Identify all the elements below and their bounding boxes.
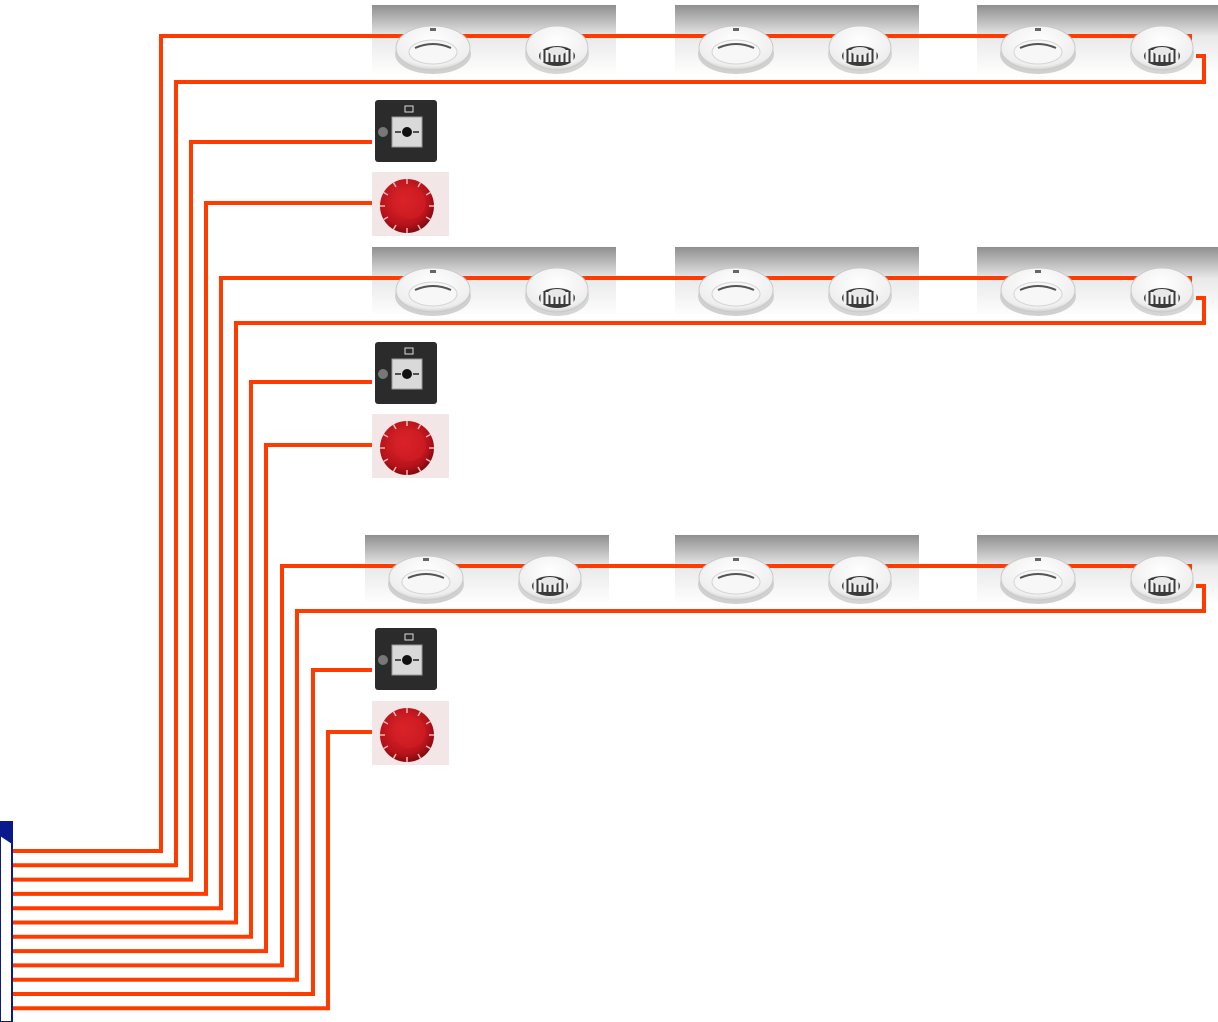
heat-detector-icon: [1130, 267, 1194, 316]
manual-call-point-icon: [375, 100, 437, 162]
wire-loop-2-call-point: [12, 380, 372, 939]
wire-loop-1-out: [12, 34, 1192, 853]
detector-strips: [365, 5, 1218, 605]
smoke-detector-icon: [395, 267, 471, 316]
heat-detector-icon: [828, 25, 892, 74]
wire-loop-3-call-point: [12, 668, 372, 996]
wire-loop-3-sounder: [12, 730, 372, 1011]
devices: [372, 25, 1194, 765]
heat-detector-icon: [518, 555, 582, 604]
heat-detector-icon: [525, 25, 589, 74]
smoke-detector-icon: [698, 267, 774, 316]
wire-loop-1-sounder: [12, 201, 372, 896]
wire-loop-3-out: [12, 564, 1192, 968]
smoke-detector-icon: [698, 555, 774, 604]
heat-detector-icon: [828, 555, 892, 604]
heat-detector-icon: [525, 267, 589, 316]
wiring: [12, 34, 1206, 1011]
wire-loop-3-return: [12, 584, 1206, 982]
wire-loop-1-return: [12, 54, 1206, 868]
heat-detector-icon: [1130, 555, 1194, 604]
smoke-detector-icon: [388, 555, 464, 604]
manual-call-point-icon: [375, 628, 437, 690]
heat-detector-icon: [1130, 25, 1194, 74]
control-panel: [0, 821, 13, 1022]
manual-call-point-icon: [375, 342, 437, 404]
control-panel-icon: [0, 821, 13, 1022]
smoke-detector-icon: [1000, 25, 1076, 74]
wire-loop-1-call-point: [12, 140, 372, 882]
smoke-detector-icon: [1000, 267, 1076, 316]
wire-loop-2-sounder: [12, 443, 372, 954]
sounder-icon: [372, 172, 449, 236]
sounder-icon: [372, 701, 449, 765]
sounder-icon: [372, 414, 449, 478]
smoke-detector-icon: [395, 25, 471, 74]
smoke-detector-icon: [1000, 555, 1076, 604]
heat-detector-icon: [828, 267, 892, 316]
wire-loop-2-return: [12, 296, 1206, 925]
control-panel-top-icon: [0, 822, 12, 844]
smoke-detector-icon: [698, 25, 774, 74]
